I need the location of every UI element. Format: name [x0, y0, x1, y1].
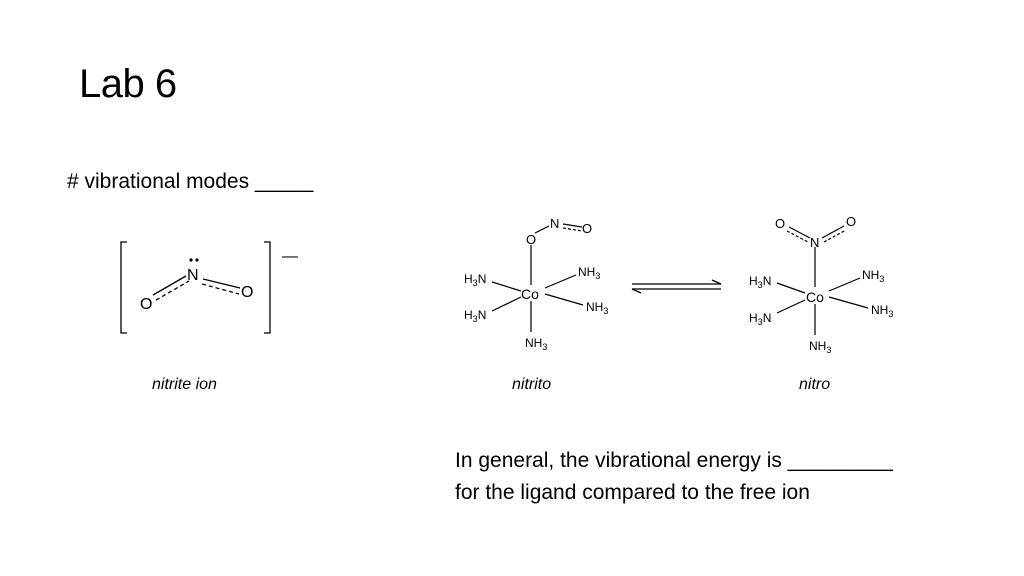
- o-n-bond: [534, 225, 550, 234]
- nitro-nh3-bottom: NH3: [809, 339, 831, 355]
- nitrite-n-atom: N: [187, 267, 199, 284]
- reverse-arrow-head: [631, 288, 642, 294]
- nitrito-n-atom: N: [550, 216, 559, 231]
- nitro-o-right-atom: O: [846, 214, 856, 229]
- o-n-bond-solid: [152, 275, 187, 296]
- n-o-right-bond-dashed: [823, 229, 847, 243]
- nitro-caption: nitro: [799, 376, 831, 393]
- o-n-bond-dashed: [155, 280, 190, 301]
- nitrito-terminal-o-atom: O: [582, 221, 592, 236]
- nitrite-o-left-atom: O: [140, 296, 152, 313]
- nitrite-ion-structure: [120, 241, 271, 334]
- n-o-bond-dashed: [201, 283, 240, 295]
- nitrito-nh3-lr: NH3: [586, 300, 608, 316]
- note-line-2: for the ligand compared to the free ion: [455, 481, 810, 504]
- nitro-n-atom: N: [810, 235, 819, 250]
- nitrito-caption: nitrito: [512, 376, 552, 393]
- co-nh3-ur-bond: [544, 274, 577, 289]
- nitrite-caption: nitrite ion: [152, 376, 217, 393]
- nitrito-co-atom: Co: [521, 286, 539, 302]
- nitrito-o-atom: O: [526, 232, 536, 247]
- nitrito-h3n-ul: H3N: [464, 272, 486, 288]
- nitro-nh3-ur: NH3: [862, 268, 884, 284]
- nitro-co-atom: Co: [806, 289, 824, 305]
- forward-arrow-head: [711, 279, 722, 285]
- co-nh3-ul-bond: [491, 281, 522, 292]
- co-nh3-ul-bond: [776, 282, 806, 294]
- nitrite-lone-pair: [189, 258, 199, 262]
- nitro-structure: [776, 225, 869, 335]
- nitrito-nh3-ur: NH3: [578, 265, 600, 281]
- co-nh3-ll-bond: [491, 296, 522, 312]
- nitrito-structure: [491, 223, 584, 332]
- slide-title: Lab 6: [79, 62, 177, 106]
- vibrational-energy-note: In general, the vibrational energy is __…: [455, 445, 893, 509]
- nitro-nh3-lr: NH3: [871, 303, 893, 319]
- right-bracket: [264, 241, 271, 334]
- nitrito-nh3-bottom: NH3: [525, 336, 547, 352]
- vibrational-modes-prompt: # vibrational modes _____: [67, 170, 314, 193]
- co-nh3-lr-bond: [828, 296, 869, 309]
- nitrite-o-right-atom: O: [241, 284, 253, 301]
- n-o-bond-solid: [562, 223, 583, 228]
- n-o-left-bond-solid: [788, 226, 811, 239]
- left-bracket: [120, 241, 127, 334]
- co-nh3-ur-bond: [828, 277, 861, 292]
- note-line-1: In general, the vibrational energy is __…: [455, 449, 893, 472]
- nitro-o-left-atom: O: [775, 216, 785, 231]
- co-nh3-ll-bond: [776, 299, 806, 314]
- co-nh3-lr-bond: [544, 293, 584, 306]
- n-o-right-bond-solid: [821, 225, 845, 239]
- nitro-h3n-ll: H3N: [749, 311, 771, 327]
- n-o-left-bond-dashed: [786, 230, 809, 243]
- n-o-bond-dashed: [562, 227, 583, 232]
- n-o-bond-solid: [202, 278, 241, 289]
- nitro-h3n-ul: H3N: [749, 274, 771, 290]
- nitrito-h3n-ll: H3N: [464, 308, 486, 324]
- nitrite-charge: —: [282, 248, 298, 265]
- equilibrium-arrows: [631, 279, 722, 294]
